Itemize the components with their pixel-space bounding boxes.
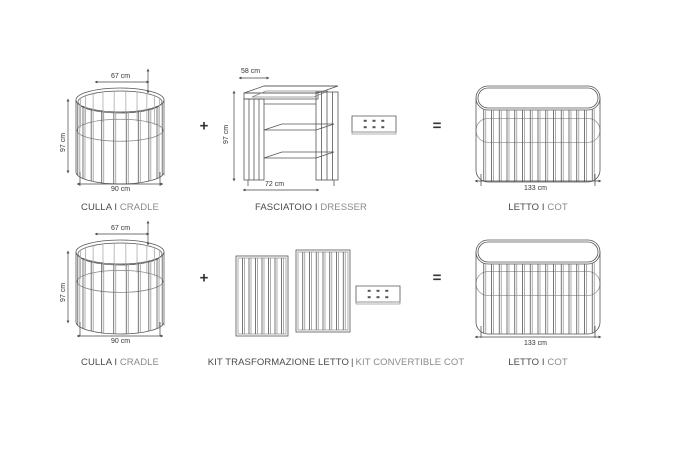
- cradle2-caption: CULLA I CRADLE: [81, 357, 159, 368]
- plus-sign-row2: +: [199, 269, 209, 287]
- cradle-row2: [75, 239, 165, 336]
- cot2-width-dim: 133 cm: [524, 340, 547, 347]
- dresser-caption: FASCIATOIO I DRESSER: [254, 202, 368, 213]
- kit-caption: KIT TRASFORMAZIONE LETTO|KIT CONVERTIBLE…: [207, 357, 465, 368]
- cot-row1: [475, 85, 601, 186]
- plus-sign-row1: +: [199, 117, 209, 135]
- mattress-board-row1: [351, 115, 397, 135]
- equals-sign-row1: =: [432, 117, 442, 135]
- cot1-width-dim: 133 cm: [524, 185, 547, 192]
- equals-sign-row2: =: [432, 269, 442, 287]
- cradle1-caption: CULLA I CRADLE: [81, 202, 159, 213]
- cradle1-width-dim: 90 cm: [111, 186, 131, 193]
- kit-panel-right: [295, 249, 351, 333]
- cradle2-height-dim: 97 cm: [60, 282, 67, 302]
- cradle2-width-dim: 90 cm: [111, 338, 131, 345]
- dresser-height-dim: 97 cm: [223, 124, 230, 144]
- dresser-depth-dim: 58 cm: [241, 68, 261, 75]
- dresser-width-dim: 72 cm: [265, 181, 285, 188]
- cot2-caption: LETTO I COT: [508, 357, 568, 368]
- cot-row2: [475, 239, 601, 338]
- cradle-row1: [75, 87, 165, 186]
- cradle1-inner-dim: 67 cm: [111, 73, 131, 80]
- cradle2-inner-dim: 67 cm: [111, 225, 131, 232]
- mattress-board-row2: [355, 285, 401, 305]
- dresser-illustration: [243, 85, 339, 186]
- cradle1-height-dim: 97 cm: [60, 132, 67, 152]
- kit-panel-left: [235, 255, 289, 337]
- cot1-caption: LETTO I COT: [508, 202, 568, 213]
